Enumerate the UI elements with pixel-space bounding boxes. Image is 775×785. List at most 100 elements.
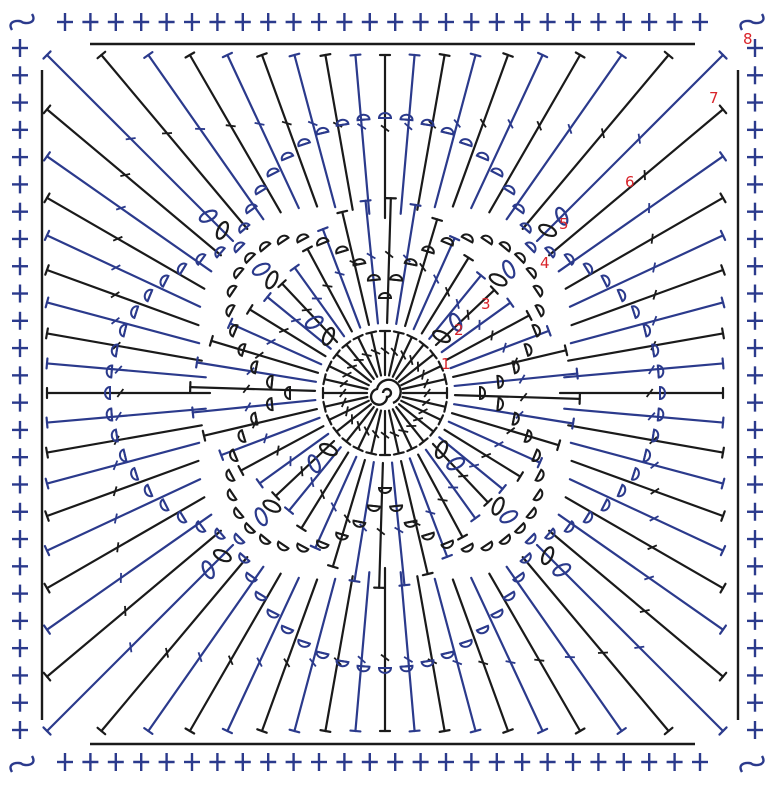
inner-petal-bobble bbox=[228, 450, 237, 463]
bobble-base bbox=[632, 306, 636, 317]
outer-petal-bobble bbox=[266, 610, 279, 620]
stitch-yarn-over bbox=[438, 499, 448, 500]
border-single-crochet bbox=[747, 421, 763, 439]
border-single-crochet bbox=[108, 13, 124, 31]
outer-petal-bobble bbox=[442, 127, 455, 135]
outer-petal-bobble bbox=[618, 288, 627, 301]
outer-petal-bobble bbox=[176, 512, 187, 525]
bobble-base bbox=[368, 505, 380, 506]
outer-petal-bobble bbox=[565, 521, 576, 534]
stitch-post bbox=[401, 461, 428, 574]
border-single-crochet bbox=[590, 13, 606, 31]
border-single-crochet bbox=[590, 753, 606, 771]
stitch-post bbox=[572, 270, 723, 325]
border-single-crochet bbox=[12, 503, 28, 521]
round1-double-crochet bbox=[323, 388, 367, 398]
border-single-crochet bbox=[286, 753, 302, 771]
bobble-base bbox=[124, 450, 127, 462]
border-single-crochet bbox=[235, 753, 251, 771]
stitch-post bbox=[47, 109, 221, 255]
inner-petal-bobble bbox=[536, 303, 546, 316]
stitch-top-bar bbox=[290, 730, 300, 733]
stitch-yarn-over bbox=[652, 234, 653, 244]
stitch-yarn-over bbox=[125, 606, 126, 616]
stitch-top-bar bbox=[257, 479, 263, 487]
border-single-crochet bbox=[184, 13, 200, 31]
bobble-base bbox=[298, 237, 309, 243]
border-single-crochet bbox=[747, 694, 763, 712]
stitch-top-bar bbox=[410, 55, 420, 56]
outer-petal-bobble bbox=[602, 499, 612, 512]
stitch-top-bar bbox=[203, 431, 205, 441]
outer-petal-bobble bbox=[477, 626, 490, 635]
stitch-top-bar bbox=[46, 448, 48, 458]
border-single-crochet bbox=[159, 753, 175, 771]
border-single-crochet bbox=[82, 753, 98, 771]
stitch-post bbox=[47, 461, 198, 516]
outer-petal-bobble bbox=[491, 610, 504, 620]
magic-ring-layer bbox=[371, 380, 401, 405]
outer-spoke-stitch bbox=[564, 409, 723, 428]
round1-double-crochet bbox=[403, 388, 447, 398]
bobble-base bbox=[268, 610, 279, 615]
border-single-crochet bbox=[12, 257, 28, 275]
round1-double-crochet bbox=[380, 411, 390, 455]
stitch-post bbox=[101, 55, 247, 229]
border-single-crochet bbox=[565, 13, 581, 31]
round-label: 7 bbox=[709, 89, 719, 107]
outer-spoke-stitch bbox=[98, 52, 248, 229]
border-single-crochet bbox=[12, 94, 28, 112]
border-single-crochet bbox=[12, 585, 28, 603]
border-single-crochet bbox=[108, 753, 124, 771]
outer-spoke-stitch bbox=[44, 106, 221, 256]
outer-petal-bobble bbox=[280, 151, 293, 160]
stitch-top-bar bbox=[440, 730, 450, 732]
inner-petal-bobble bbox=[422, 533, 435, 541]
border-single-crochet bbox=[12, 230, 28, 248]
inner-petal-bobble bbox=[534, 284, 545, 297]
bobble-base bbox=[602, 499, 607, 510]
stitch-top-bar bbox=[444, 374, 446, 384]
outer-spoke-stitch bbox=[47, 388, 210, 398]
inner-petal-bobble bbox=[536, 470, 546, 483]
inner-petal-bobble bbox=[258, 240, 270, 251]
border-single-crochet bbox=[747, 585, 763, 603]
inner-petal-bobble bbox=[533, 323, 542, 336]
stitch-yarn-over bbox=[491, 330, 492, 340]
corner-chain-loop bbox=[11, 756, 34, 772]
stitch-top-bar bbox=[290, 54, 300, 57]
stitch-yarn-over bbox=[311, 477, 313, 487]
stitch-post bbox=[342, 212, 369, 325]
stitch-post bbox=[455, 395, 580, 399]
stitch-post bbox=[101, 557, 247, 731]
stitch-top-bar bbox=[722, 328, 724, 338]
border-single-crochet bbox=[235, 13, 251, 31]
bobble-base bbox=[632, 468, 636, 479]
outer-petal-bobble bbox=[526, 534, 538, 546]
outer-spoke-stitch bbox=[380, 55, 390, 218]
outer-petal-bobble bbox=[401, 114, 413, 120]
stitch-yarn-over bbox=[634, 647, 644, 648]
magic-ring-spiral bbox=[371, 380, 401, 405]
stitch-yarn-over bbox=[357, 421, 360, 431]
outer-petal-bobble bbox=[658, 365, 664, 377]
middle-spoke-stitch bbox=[374, 463, 385, 588]
stitch-top-bar bbox=[210, 336, 213, 346]
stitch-top-bar bbox=[432, 218, 442, 221]
stitch-top-bar bbox=[366, 452, 376, 454]
outer-petal-bobble bbox=[602, 274, 612, 287]
bobble-base bbox=[134, 468, 138, 479]
bobble-base bbox=[460, 142, 471, 146]
stitch-post bbox=[204, 409, 317, 436]
corner-chain bbox=[251, 261, 271, 277]
corner-chain-loop bbox=[741, 14, 764, 30]
corner-chain bbox=[306, 454, 322, 474]
border-single-crochet bbox=[747, 394, 763, 412]
outer-petal-bobble bbox=[254, 184, 267, 195]
stitch-post bbox=[392, 463, 404, 586]
stitch-yarn-over bbox=[120, 174, 130, 176]
border-single-crochet bbox=[12, 639, 28, 657]
bobble-base bbox=[390, 505, 402, 506]
border-single-crochet bbox=[747, 339, 763, 357]
